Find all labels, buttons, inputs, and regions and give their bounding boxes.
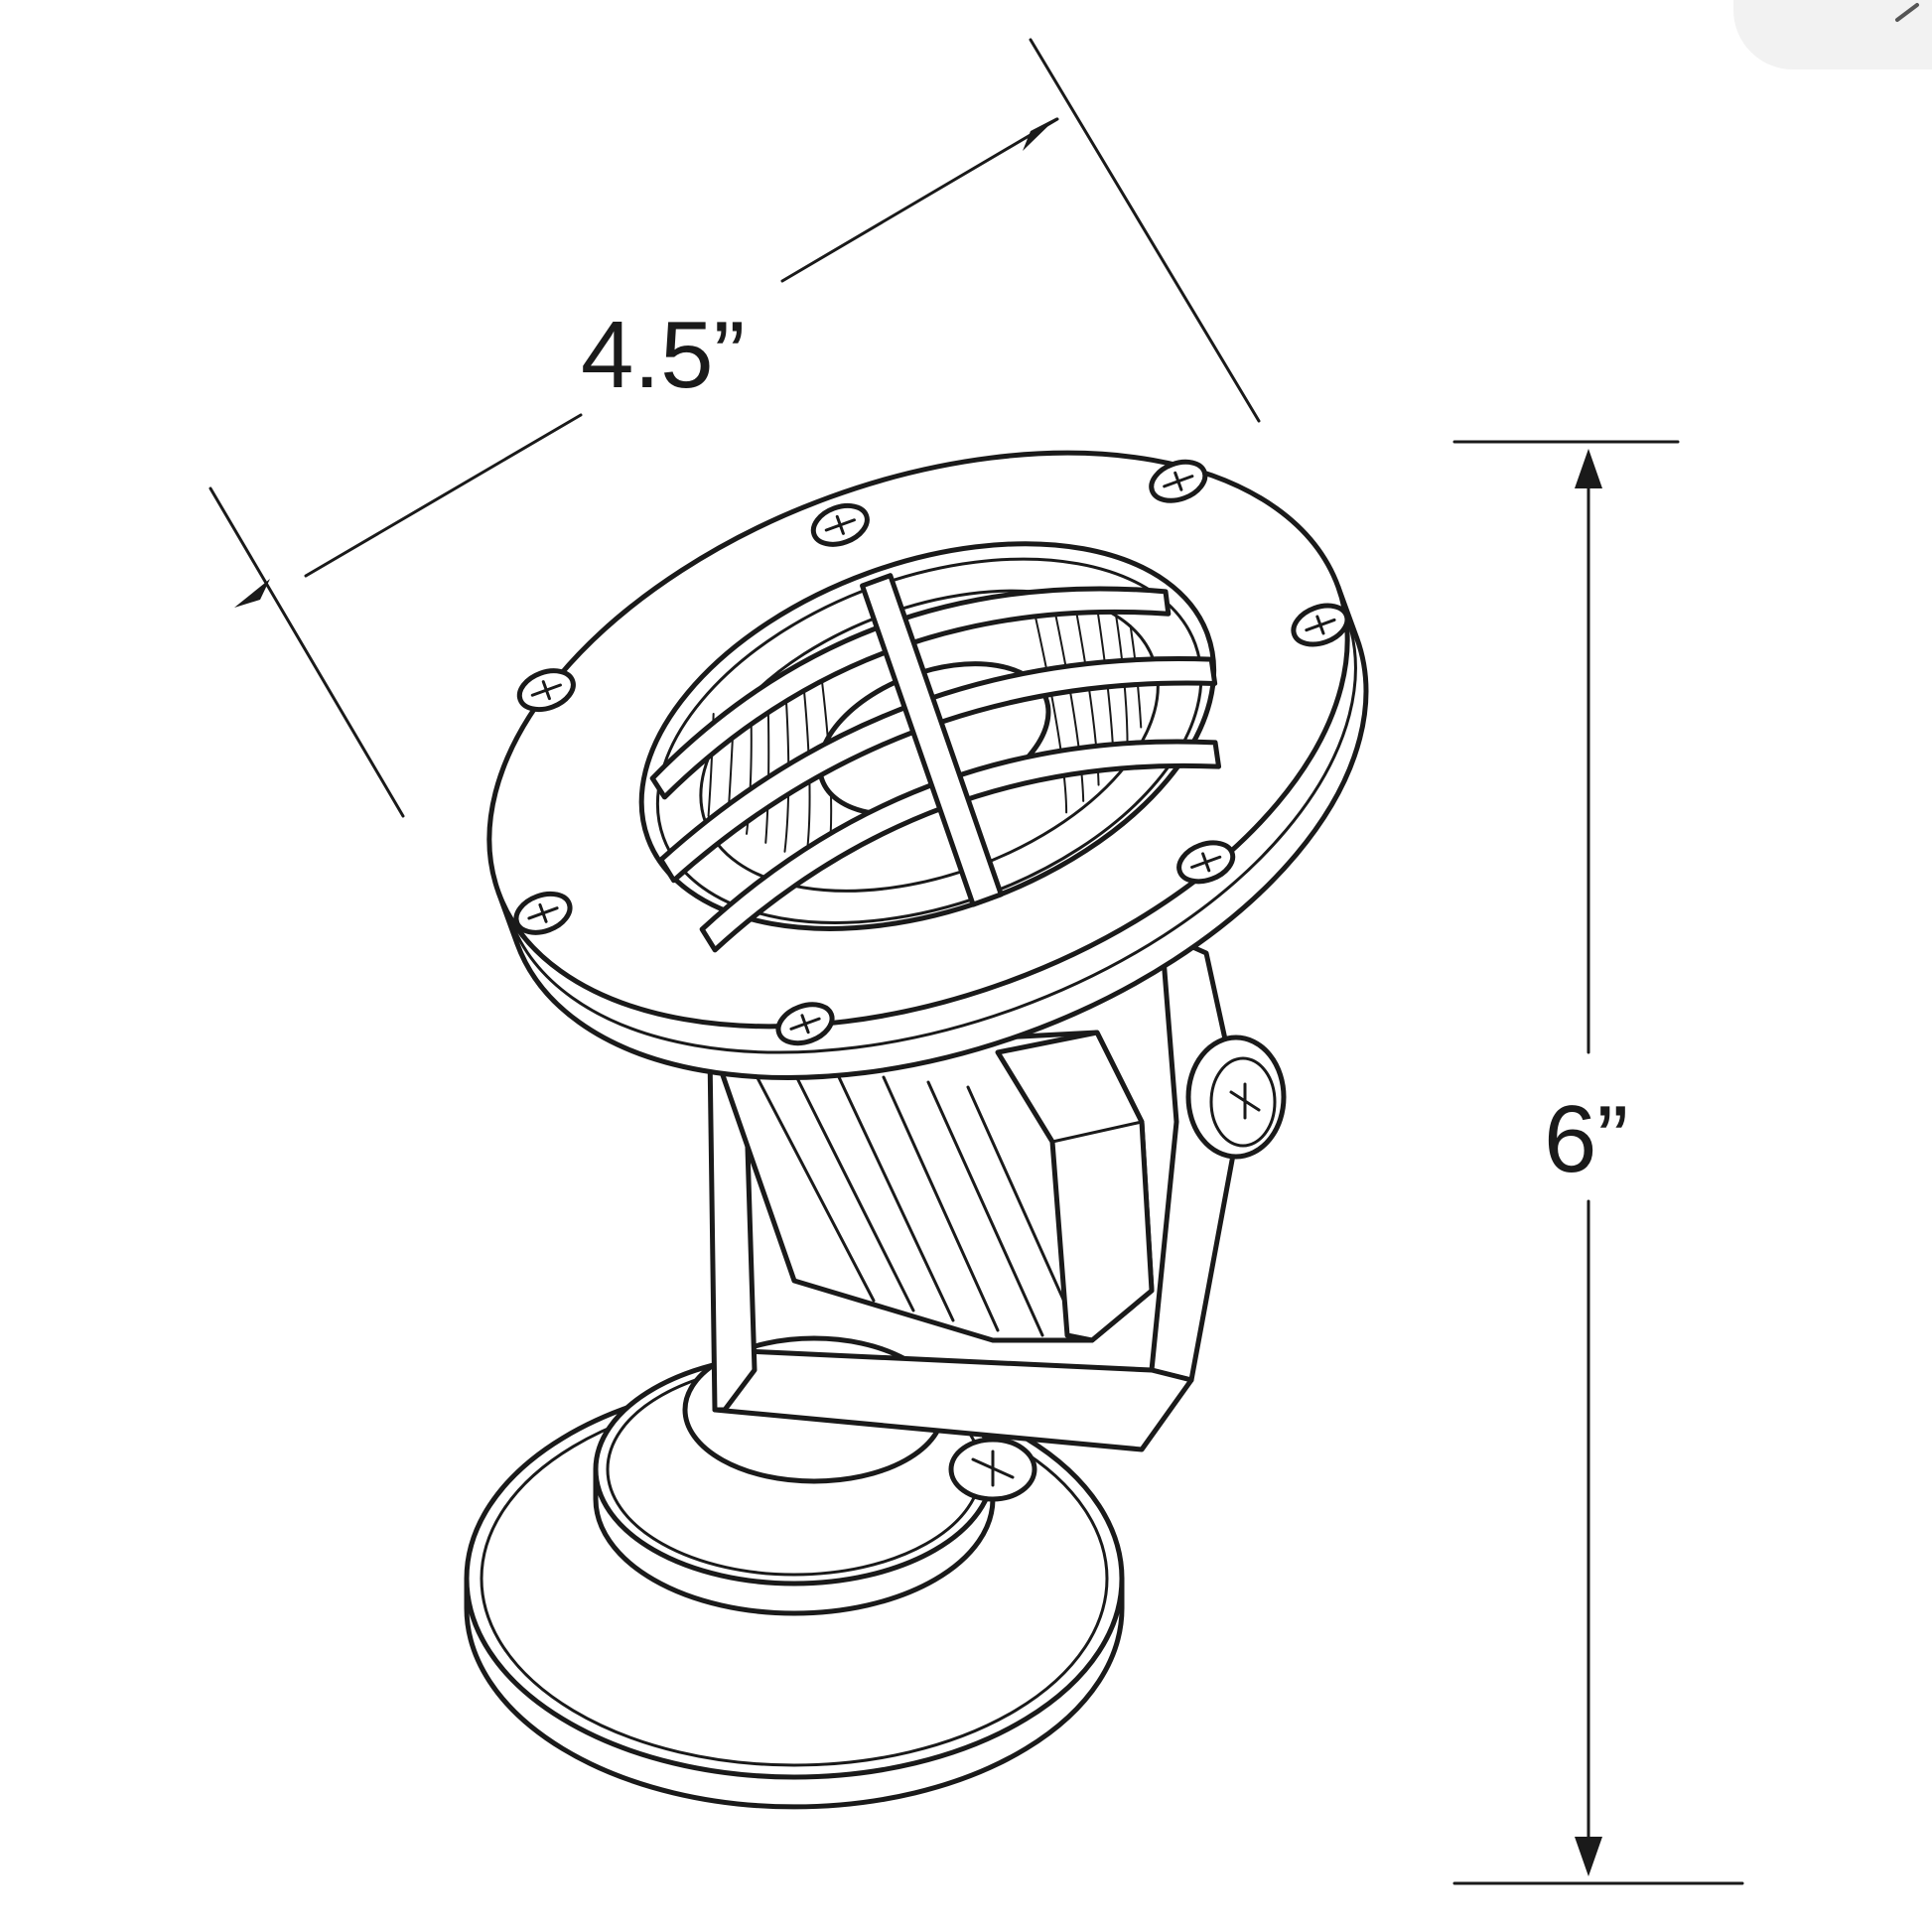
phillips-screw-icon [516,668,576,713]
width-label: 4.5” [581,302,745,408]
phillips-screw-icon [1291,603,1350,647]
base-screw-icon [948,1437,1037,1502]
rim-screws [513,459,1350,1046]
chevron-icon [1895,3,1919,22]
pivot-knob [1185,1035,1287,1160]
heat-sink-body [712,1030,1155,1343]
corner-expand-widget[interactable] [1733,0,1932,69]
phillips-screw-icon [513,891,573,935]
lamp-head [486,450,1369,1080]
phillips-screw-icon [1176,840,1236,885]
height-label: 6” [1544,1086,1628,1192]
phillips-screw-icon [775,1002,835,1046]
guard-bars [649,573,1222,953]
phillips-screw-icon [810,502,870,547]
width-dimension: 4.5” [208,38,1261,818]
height-dimension: 6” [1452,440,1744,1885]
phillips-screw-icon [1149,459,1208,503]
